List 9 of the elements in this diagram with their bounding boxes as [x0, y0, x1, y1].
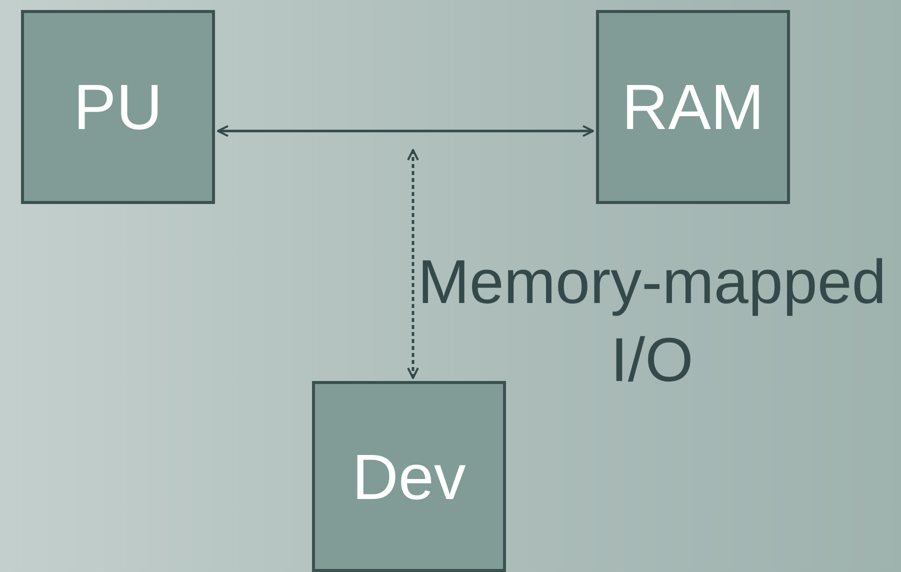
- block-box: [596, 10, 790, 204]
- block-label: PU: [74, 75, 162, 139]
- block-box: [21, 10, 215, 204]
- arrow: [217, 125, 594, 137]
- edge-label: Memory-mapped I/O: [416, 247, 888, 396]
- block-box: [312, 381, 506, 572]
- block-label: Dev: [352, 444, 466, 508]
- block-label: RAM: [622, 75, 764, 139]
- dashed-arrow: [407, 149, 419, 379]
